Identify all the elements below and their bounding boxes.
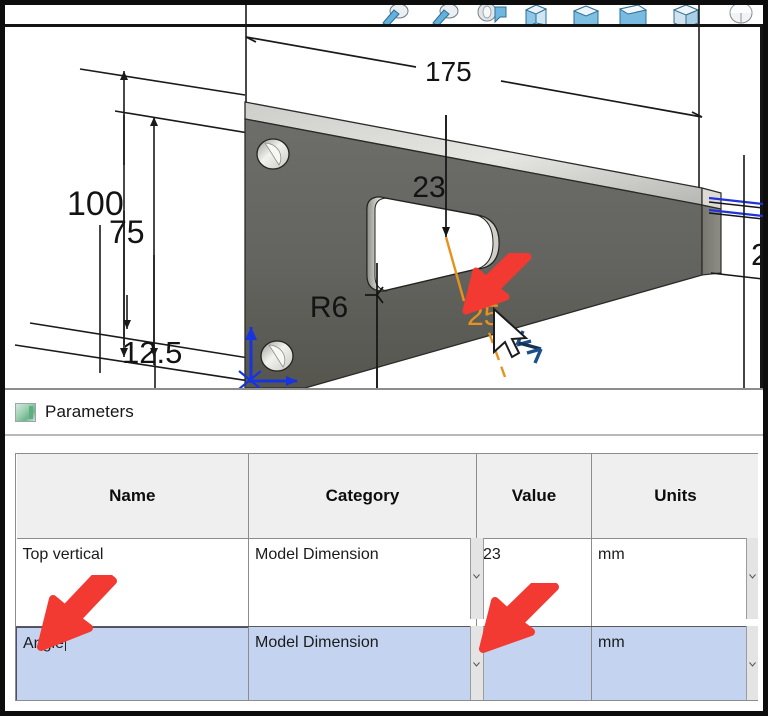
value-spinner-strip[interactable] [470, 538, 484, 619]
measure-secondary-icon[interactable] [428, 5, 462, 27]
table-header-row: Name Category Value Units [16, 454, 758, 539]
units-spinner-strip[interactable] [746, 538, 758, 619]
cell-name-text: Angle [23, 635, 64, 652]
dim-height-75[interactable]: 75 [109, 110, 274, 357]
viewport-frame-top [5, 24, 763, 27]
text-caret [64, 634, 66, 651]
dome-icon[interactable] [724, 5, 758, 27]
chevron-down-icon[interactable] [749, 574, 756, 579]
table-row[interactable]: Angle Model Dimension 25 [16, 626, 758, 700]
origin-indicator [238, 327, 297, 388]
cell-value-text: 23 [483, 546, 501, 563]
cad-toolbar-strip[interactable] [379, 5, 763, 27]
extrude-cut-icon[interactable] [522, 5, 556, 27]
dim-leader-23 [444, 236, 466, 302]
cell-category[interactable]: Model Dimension [248, 626, 477, 700]
mouse-cursor [493, 306, 529, 359]
dim-label-23: 23 [412, 171, 445, 204]
panel-divider [5, 434, 763, 436]
dim-label-100: 100 [67, 185, 124, 223]
parameters-panel: Parameters Name Category Value Units [5, 390, 763, 711]
cell-units-text: mm [598, 634, 625, 651]
shell-icon[interactable] [569, 5, 603, 27]
chevron-down-icon[interactable] [473, 662, 480, 667]
dim-label-r6: R6 [310, 291, 348, 324]
dim-label-75: 75 [109, 214, 145, 250]
cell-name[interactable]: Angle [16, 626, 249, 700]
chevron-down-icon[interactable] [473, 574, 480, 579]
dim-radius-r6[interactable]: R6 [310, 263, 384, 388]
hole-upper [256, 138, 290, 170]
cell-units[interactable]: mm [591, 626, 758, 700]
chevron-down-icon[interactable] [749, 662, 756, 667]
column-header-value[interactable]: Value [476, 454, 592, 539]
revolve-icon[interactable] [475, 5, 509, 27]
dim-thickness-2[interactable]: 2 [708, 155, 763, 388]
hole-lower [260, 340, 294, 372]
plate-right-face [701, 204, 722, 276]
cell-units[interactable]: mm [591, 538, 758, 627]
dim-leader-25 [485, 326, 507, 378]
column-header-category[interactable]: Category [248, 454, 477, 539]
table-row[interactable]: Top vertical Model Dimension 23 mm [16, 538, 758, 627]
dim-offset-12-5[interactable]: 12.5 [14, 295, 296, 388]
plate-body[interactable] [244, 101, 722, 388]
parameters-table-container[interactable]: Name Category Value Units Top vertical M… [15, 453, 758, 701]
column-header-units[interactable]: Units [591, 454, 758, 539]
cad-3d-viewport[interactable]: 175 100 75 [5, 5, 763, 388]
value-spinner-strip[interactable] [470, 626, 484, 700]
dim-label-12-5: 12.5 [122, 335, 182, 370]
viewport-frame-right [760, 24, 763, 388]
panel-title: Parameters [45, 402, 134, 421]
units-spinner-strip[interactable] [746, 626, 758, 700]
parameters-panel-header: Parameters [5, 390, 763, 434]
dim-label-175: 175 [425, 56, 472, 87]
model-drawing[interactable]: 175 100 75 [5, 5, 763, 388]
dim-label-2: 2 [751, 237, 763, 272]
panel-splitter[interactable] [5, 388, 763, 390]
slot-inner-wall [366, 196, 388, 292]
box-feature-icon[interactable] [669, 5, 703, 27]
column-header-name[interactable]: Name [16, 454, 249, 539]
cell-value-text: 25 [483, 634, 501, 651]
parameters-icon [15, 402, 36, 422]
dim-height-100[interactable]: 100 [67, 68, 246, 357]
cell-units-text: mm [598, 546, 625, 563]
cell-value[interactable]: 25 [470, 626, 592, 700]
cell-name[interactable]: Top vertical [16, 538, 249, 627]
parameters-table: Name Category Value Units Top vertical M… [16, 454, 758, 700]
cell-value[interactable]: 23 [470, 538, 592, 627]
dim-overall-length[interactable]: 175 [245, 36, 703, 118]
dim-top-vertical-23[interactable]: 23 [412, 115, 466, 302]
cell-category[interactable]: Model Dimension [248, 538, 477, 627]
